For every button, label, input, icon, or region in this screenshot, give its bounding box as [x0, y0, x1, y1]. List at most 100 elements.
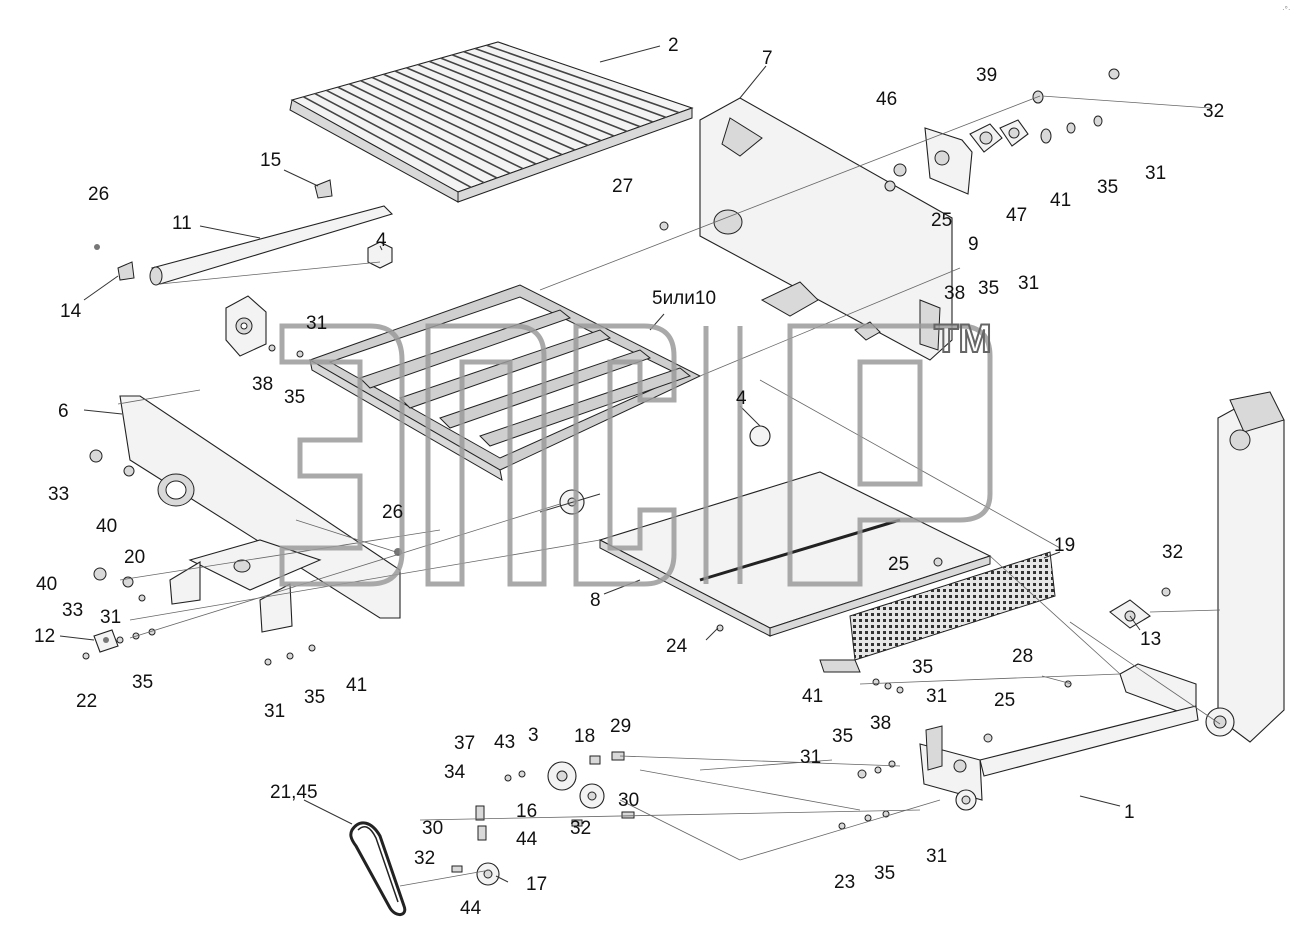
callout-28: 28 — [1012, 646, 1033, 667]
callout-37: 37 — [454, 733, 475, 754]
grate-slat — [314, 92, 485, 184]
callout-40: 40 — [96, 516, 117, 537]
callout-41: 41 — [802, 686, 823, 707]
callout-35: 35 — [284, 387, 305, 408]
callout-31: 31 — [800, 747, 821, 768]
part-14-clip — [94, 244, 135, 281]
callout-4: 4 — [376, 230, 387, 251]
callout-35: 35 — [132, 672, 153, 693]
callout-26: 26 — [88, 184, 109, 205]
callout-32: 32 — [1162, 542, 1183, 563]
grate-slat — [474, 47, 667, 119]
part-15-clip — [314, 179, 333, 199]
part-47-bearing-flanges — [969, 68, 1120, 153]
grate-slat — [451, 54, 641, 128]
callout-13: 13 — [1140, 629, 1161, 650]
grate-slat — [383, 73, 563, 156]
callout-19: 19 — [1054, 535, 1075, 556]
callout-21-45: 21,45 — [270, 782, 318, 803]
callout-18: 18 — [574, 726, 595, 747]
grate-slat — [348, 83, 524, 170]
part-7-cover-panel — [699, 97, 953, 361]
callout-38: 38 — [870, 713, 891, 734]
callout-2: 2 — [668, 35, 679, 56]
callout-35: 35 — [874, 863, 895, 884]
callout-29: 29 — [610, 716, 631, 737]
callout-labels: 2 7 39 32 46 15 26 11 27 35 31 4 41 47 2… — [34, 35, 1224, 919]
callout-31: 31 — [100, 607, 121, 628]
callout-20: 20 — [124, 547, 145, 568]
callout-38: 38 — [944, 283, 965, 304]
grate-slat — [440, 57, 628, 133]
callout-33: 33 — [62, 600, 83, 621]
callout-38: 38 — [252, 374, 273, 395]
callout-30: 30 — [618, 790, 639, 811]
callout-31: 31 — [1018, 273, 1039, 294]
callout-11: 11 — [172, 213, 192, 234]
grate-slat — [371, 76, 550, 161]
part-19-mesh-screen — [819, 551, 1056, 673]
callout-43: 43 — [494, 732, 515, 753]
callout-9: 9 — [968, 234, 979, 255]
callout-30: 30 — [422, 818, 443, 839]
callout-25: 25 — [888, 554, 909, 575]
grate-slat — [325, 89, 498, 179]
part-13-vertical-column — [1109, 391, 1285, 743]
callout-31: 31 — [926, 686, 947, 707]
callout-47: 47 — [1006, 205, 1027, 226]
callout-16: 16 — [516, 801, 537, 822]
callout-35: 35 — [1097, 177, 1118, 198]
callout-39: 39 — [976, 65, 997, 86]
part-1-arm — [919, 663, 1199, 811]
callout-12: 12 — [34, 626, 55, 647]
grate-slat — [360, 79, 537, 165]
callout-35: 35 — [832, 726, 853, 747]
callout-41: 41 — [346, 675, 367, 696]
drive-small-parts — [138, 221, 1171, 873]
part-2-grate — [289, 41, 694, 203]
callout-35: 35 — [978, 278, 999, 299]
grate-slat — [406, 67, 589, 147]
part-6-side-frame — [89, 395, 402, 633]
trademark-symbol: TM — [934, 317, 992, 361]
callout-33: 33 — [48, 484, 69, 505]
grate-slat — [486, 44, 680, 114]
callout-23: 23 — [834, 872, 855, 893]
callout-6: 6 — [58, 401, 69, 422]
watermark-logo: TM — [279, 316, 993, 587]
grate-slat — [303, 96, 472, 189]
part-9-bracket — [884, 127, 973, 195]
callout-46: 46 — [876, 89, 897, 110]
callout-17: 17 — [526, 874, 547, 895]
corner-mark: ·°· — [1282, 5, 1291, 14]
callout-27: 27 — [612, 176, 633, 197]
callout-26: 26 — [382, 502, 403, 523]
callout-31: 31 — [1145, 163, 1166, 184]
callout-31: 31 — [306, 313, 327, 334]
callout-40: 40 — [36, 574, 57, 595]
part-16-sprocket — [579, 783, 605, 809]
callout-44: 44 — [460, 898, 482, 919]
part-17-sprocket — [476, 862, 500, 886]
callout-32: 32 — [1203, 101, 1224, 122]
callout-22: 22 — [76, 691, 97, 712]
part-3-sprocket — [547, 761, 577, 791]
assembly-lines — [117, 95, 1221, 887]
callout-25: 25 — [994, 690, 1015, 711]
callout-34: 34 — [444, 762, 466, 783]
grate-slat — [337, 86, 511, 175]
callout-leaders — [59, 45, 1141, 883]
callout-31: 31 — [926, 846, 947, 867]
callout-8: 8 — [590, 590, 601, 611]
callout-24: 24 — [666, 636, 688, 657]
callout-41: 41 — [1050, 190, 1071, 211]
callout-44: 44 — [516, 829, 538, 850]
grate-slat — [417, 63, 602, 142]
bearing-housing-left — [225, 295, 267, 357]
callout-3: 3 — [528, 725, 539, 746]
callout-25: 25 — [931, 210, 952, 231]
part-11-tube — [149, 205, 394, 286]
callout-1: 1 — [1124, 802, 1135, 823]
